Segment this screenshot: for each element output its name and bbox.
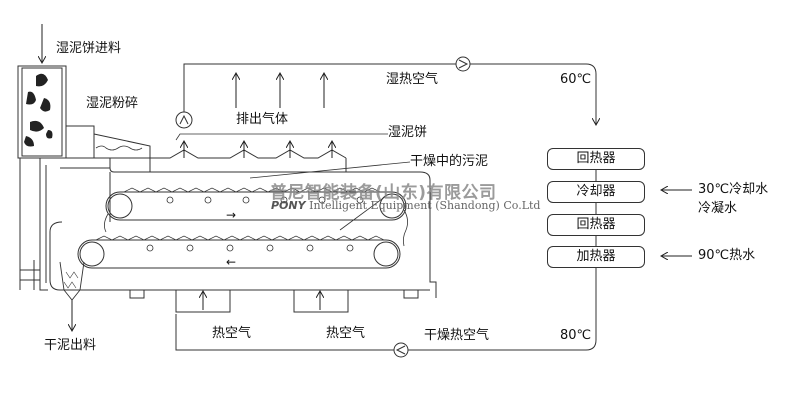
lower-belt-direction: ← bbox=[226, 255, 237, 269]
lower-belt-rollers bbox=[146, 244, 354, 252]
lower-belt bbox=[77, 235, 401, 269]
recuperator-unit-2: 回热器 bbox=[547, 214, 645, 236]
upper-belt-rollers bbox=[166, 196, 364, 204]
discharge-hopper bbox=[59, 261, 85, 301]
watermark-company-en: PONY Intelligent Equipment (Shandong) Co… bbox=[271, 199, 540, 212]
exhaust-hoods bbox=[149, 149, 347, 172]
cooler-unit: 冷却器 bbox=[547, 181, 645, 203]
watermark-brand: PONY bbox=[271, 199, 306, 212]
fan-bottom bbox=[393, 342, 409, 358]
hot-humid-air-label: 湿热空气 bbox=[386, 72, 439, 87]
wet-sludge-crush-label: 湿泥粉碎 bbox=[86, 96, 139, 111]
watermark-company-en-text: Intelligent Equipment (Shandong) Co.Ltd bbox=[309, 199, 541, 212]
heater-unit: 加热器 bbox=[547, 246, 645, 268]
dry-hot-air-label: 干燥热空气 bbox=[424, 328, 490, 343]
air-loop-pipe bbox=[175, 63, 596, 351]
upper-belt-direction: → bbox=[226, 208, 237, 222]
condensed-water-label: 冷凝水 bbox=[698, 201, 738, 216]
recuperator-unit-1: 回热器 bbox=[547, 148, 645, 170]
wet-cake-label: 湿泥饼 bbox=[388, 125, 428, 140]
exhaust-arrows bbox=[184, 74, 332, 158]
temp-80-label: 80℃ bbox=[560, 328, 592, 343]
hot-air-ducts bbox=[175, 290, 349, 313]
crushed-sludge-chute bbox=[93, 133, 151, 159]
wet-cake-feed-label: 湿泥饼进料 bbox=[56, 41, 122, 56]
dryer-housing bbox=[19, 157, 437, 299]
fan-top bbox=[455, 56, 471, 72]
hot-air-arrows bbox=[203, 292, 320, 310]
water-arrows bbox=[662, 190, 692, 256]
hot-air-label-1: 热空气 bbox=[212, 326, 252, 341]
upper-belt bbox=[105, 187, 407, 221]
wet-cake-lumps bbox=[24, 73, 53, 147]
fan-left bbox=[175, 111, 193, 129]
temp-60-label: 60℃ bbox=[560, 72, 592, 87]
sludge-in-drying-label: 干燥中的污泥 bbox=[410, 154, 489, 169]
leader-lines bbox=[175, 133, 411, 231]
watermark-company-cn: 普尼智能装备(山东)有限公司 bbox=[270, 183, 497, 203]
cooling-water-label: 30℃冷却水 bbox=[698, 182, 769, 197]
hot-air-label-2: 热空气 bbox=[326, 326, 366, 341]
transfer-chute bbox=[104, 209, 408, 247]
exhaust-gas-label: 排出气体 bbox=[236, 112, 289, 127]
hot-water-label: 90℃热水 bbox=[698, 248, 756, 263]
dry-sludge-out-label: 干泥出料 bbox=[44, 338, 97, 353]
